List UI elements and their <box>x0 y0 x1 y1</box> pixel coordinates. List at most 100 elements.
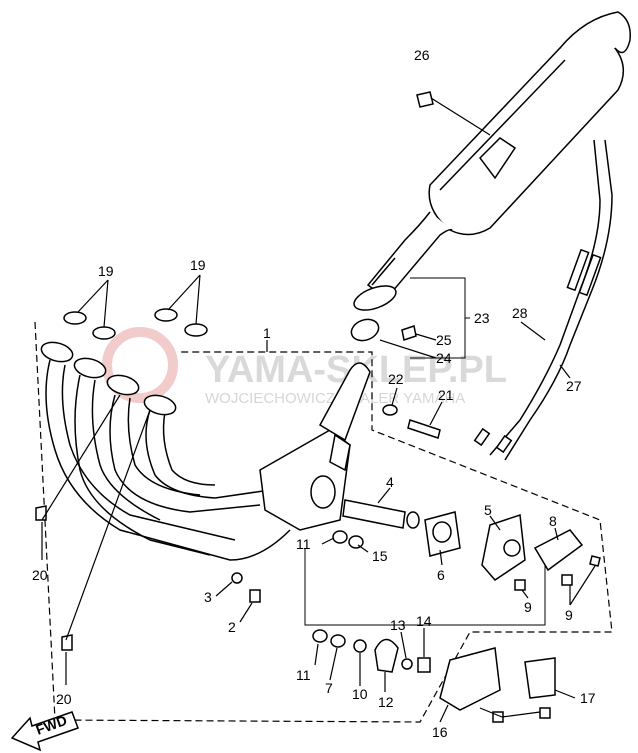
muffler-bracket <box>479 137 517 180</box>
callout-22: 22 <box>388 371 404 387</box>
header-1b <box>61 364 236 541</box>
bushing-11a <box>332 530 348 544</box>
callout-23: 23 <box>474 310 490 326</box>
cable-27b <box>504 139 613 461</box>
muffler-inlet <box>366 211 453 294</box>
callout-1: 1 <box>263 325 271 341</box>
screw-9a <box>589 555 601 567</box>
callout-28: 28 <box>512 305 528 321</box>
header-3b <box>127 397 201 496</box>
leader-9b <box>569 565 596 606</box>
callout-16: 16 <box>432 724 448 740</box>
leader-21 <box>429 401 443 426</box>
fwd-arrow-shape <box>10 711 79 752</box>
leader-24 <box>379 339 437 359</box>
callout-6: 6 <box>437 567 445 583</box>
small-parts <box>35 308 441 651</box>
assembly-outline <box>34 277 613 723</box>
leader-19b <box>167 274 201 325</box>
washer-22 <box>382 404 398 416</box>
leader-11b <box>314 643 319 666</box>
callout-20a: 20 <box>32 567 48 583</box>
bolt-26 <box>416 91 491 136</box>
gasket-19d <box>184 323 208 337</box>
servo-17 <box>524 657 556 699</box>
washer-13 <box>401 658 413 670</box>
valve-parts <box>332 499 461 557</box>
leader-7 <box>329 647 338 681</box>
leader-16 <box>439 704 449 723</box>
callout-19b: 19 <box>190 257 206 273</box>
seal-15 <box>348 535 364 549</box>
leader-27 <box>559 364 571 379</box>
collector-port <box>310 475 336 509</box>
bracket-lower <box>304 548 546 626</box>
callout-24: 24 <box>436 350 452 366</box>
leader-11a <box>321 537 335 545</box>
callout-20b: 20 <box>56 691 72 707</box>
muffler-inlet-line <box>371 257 396 286</box>
cover-16 <box>439 647 501 711</box>
callout-21: 21 <box>438 387 454 403</box>
leader-16-screws <box>479 707 541 718</box>
callout-10: 10 <box>352 686 368 702</box>
leader-8 <box>554 527 559 541</box>
callout-7: 7 <box>325 680 333 696</box>
cable-end-a <box>473 427 491 447</box>
gasket-19a <box>63 311 87 325</box>
callout-2: 2 <box>228 619 236 635</box>
header-3 <box>109 394 261 513</box>
leader-3 <box>215 581 233 597</box>
callout-9b: 9 <box>565 607 573 623</box>
link-pipe <box>318 362 371 442</box>
cable-27 <box>489 139 601 456</box>
muffler-tip <box>559 11 631 54</box>
cables <box>473 139 613 461</box>
cable-end-b <box>495 434 513 454</box>
header-flange-3 <box>106 374 140 396</box>
leader-9a <box>521 589 529 599</box>
lever-12 <box>374 638 399 673</box>
bolt-21 <box>407 419 441 439</box>
callout-25: 25 <box>436 332 452 348</box>
header-4 <box>145 409 271 499</box>
callout-8: 8 <box>549 513 557 529</box>
callout-17: 17 <box>580 690 596 706</box>
header-4b <box>162 411 216 486</box>
muffler <box>366 11 631 294</box>
nut-14 <box>417 657 431 673</box>
watermark-logo <box>102 327 178 403</box>
leader-25 <box>415 333 437 341</box>
callout-12: 12 <box>378 694 394 710</box>
leader-19a <box>77 279 109 328</box>
nut-20b <box>61 634 73 651</box>
muffler-body <box>428 38 624 236</box>
callout-11a: 11 <box>296 536 311 552</box>
leader-22 <box>391 387 398 406</box>
callout-27: 27 <box>566 378 582 394</box>
leader-20b <box>65 409 151 685</box>
clamp <box>353 285 397 311</box>
washer-10 <box>353 639 367 653</box>
gasket <box>350 318 380 342</box>
collector <box>259 362 371 531</box>
leader-2 <box>239 602 253 623</box>
callout-19a: 19 <box>98 263 114 279</box>
valve-cover <box>481 513 601 591</box>
dashed-boundary <box>34 321 613 723</box>
header-1 <box>45 359 291 561</box>
link-bracket <box>329 433 351 472</box>
gasket-6-hole <box>432 521 452 543</box>
exhaust-headers <box>40 341 291 561</box>
callout-15: 15 <box>372 548 388 564</box>
header-flange-2 <box>73 357 107 379</box>
gasket-19b <box>92 326 116 340</box>
callout-labels: 1 2 3 4 5 6 7 8 9 9 10 11 11 12 13 14 15… <box>32 47 596 740</box>
lower-parts <box>312 629 556 723</box>
leader-4 <box>377 487 391 504</box>
gasket-19c <box>154 308 178 322</box>
leader-20a-b <box>41 394 121 521</box>
clamp-bolt <box>401 325 417 341</box>
leader-6 <box>439 549 443 566</box>
